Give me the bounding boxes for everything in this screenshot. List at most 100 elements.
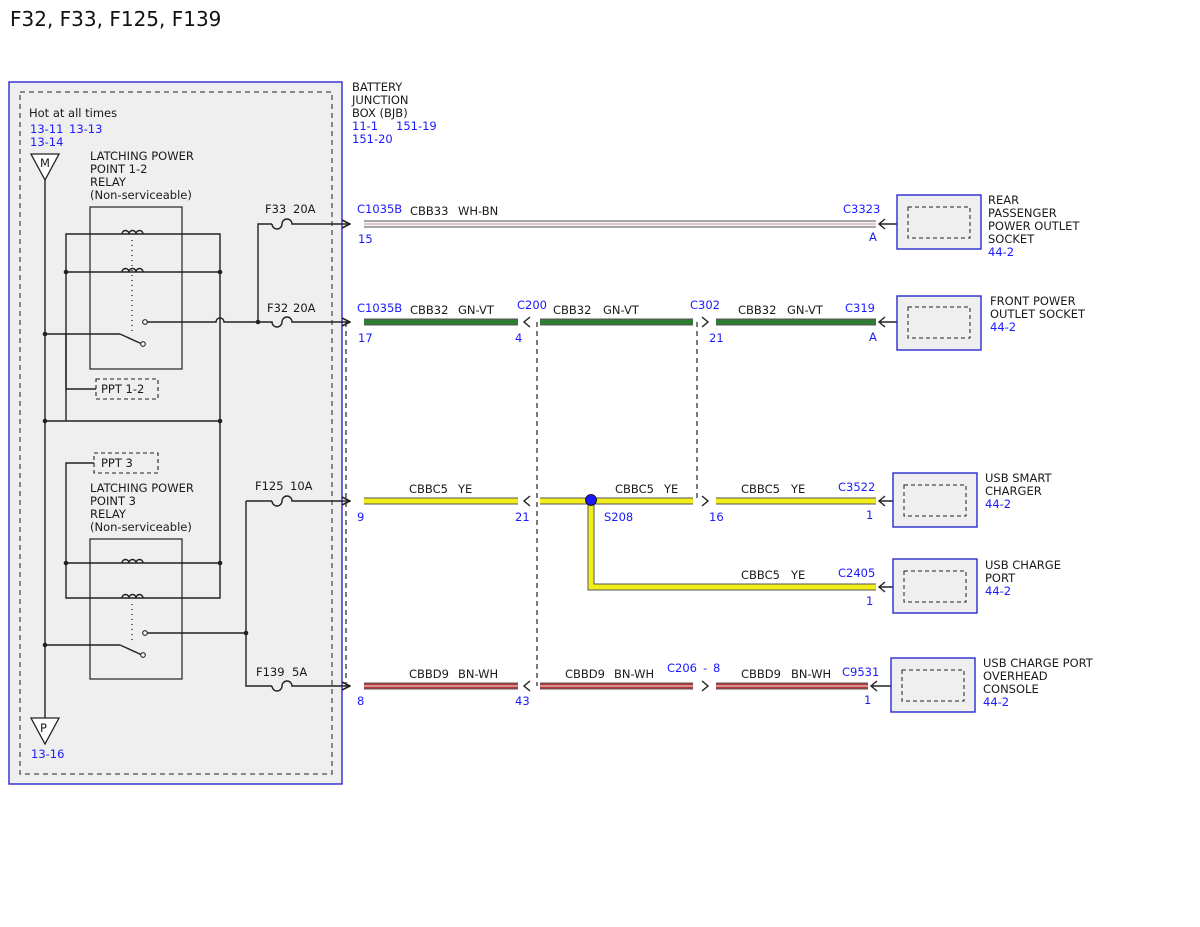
connector-pin: 8 xyxy=(713,661,720,675)
circuit-cbb33: C1035B 15 CBB33 WH-BN C3323 A xyxy=(357,202,906,246)
wire-color-code: BN-WH xyxy=(791,667,831,681)
wire-color-code: BN-WH xyxy=(614,667,654,681)
circuit-cbbd9: 8 CBBD9 BN-WH 43 CBBD9 BN-WH C206 - 8 CB… xyxy=(357,661,900,708)
circuit-number: CBB33 xyxy=(410,204,448,218)
relay2-label: (Non-serviceable) xyxy=(90,520,192,534)
load-ref: 44-2 xyxy=(983,695,1009,709)
load-front-power-outlet: FRONT POWER OUTLET SOCKET 44-2 xyxy=(896,294,1086,351)
fuse-name: F32 xyxy=(267,301,288,315)
connector-name: C3522 xyxy=(838,480,875,494)
load-label: CONSOLE xyxy=(983,682,1039,696)
circuit-number: CBB32 xyxy=(410,303,448,317)
relay1-box xyxy=(89,206,183,370)
circuit-number: CBB32 xyxy=(553,303,591,317)
connector-pin: 21 xyxy=(709,331,724,345)
connector-pin: A xyxy=(869,230,877,244)
circuit-cbbc5-branch: S208 CBBC5 YE C2405 1 xyxy=(585,494,906,608)
load-label: REAR xyxy=(988,193,1019,207)
load-label: CHARGER xyxy=(985,484,1042,498)
load-ref: 44-2 xyxy=(988,245,1014,259)
bjb-inner-dashed xyxy=(19,91,333,775)
circuit-number: CBBC5 xyxy=(741,568,780,582)
load-label: OVERHEAD xyxy=(983,669,1048,683)
relay2-tag: PPT 3 xyxy=(101,456,133,470)
fuse-rating: 20A xyxy=(293,202,316,216)
load-usb-charge-port: USB CHARGE PORT 44-2 xyxy=(892,558,1061,614)
fuse-f32: F32 20A xyxy=(258,301,350,328)
load-label: SOCKET xyxy=(988,232,1035,246)
load-label: USB CHARGE xyxy=(985,558,1061,572)
relay1-tag-box xyxy=(95,378,159,400)
relay1-label: POINT 1-2 xyxy=(90,162,147,176)
wire-color-code: BN-WH xyxy=(458,667,498,681)
connector-pin: 15 xyxy=(358,232,373,246)
bus-m-label: M xyxy=(40,156,50,170)
connector-pin: 8 xyxy=(357,694,364,708)
connector-name: C302 xyxy=(690,298,720,312)
fuse-rating: 20A xyxy=(293,301,316,315)
connector-pin: 17 xyxy=(358,331,373,345)
hot-ref: 13-14 xyxy=(30,135,63,149)
fuse-rating: 5A xyxy=(292,665,307,679)
connector-pin: 16 xyxy=(709,510,724,524)
load-label: POWER OUTLET xyxy=(988,219,1080,233)
relay2-label: RELAY xyxy=(90,507,127,521)
circuit-number: CBBD9 xyxy=(565,667,605,681)
connector-pin: 1 xyxy=(866,508,873,522)
relay1-wiring xyxy=(42,229,258,424)
connector-pin: 4 xyxy=(515,331,522,345)
circuit-number: CBBD9 xyxy=(741,667,781,681)
load-label: FRONT POWER xyxy=(990,294,1076,308)
fuse-rating: 10A xyxy=(290,479,313,493)
load-ref: 44-2 xyxy=(990,320,1016,334)
fuse-f33: F33 20A xyxy=(265,202,350,230)
bjb-ref: 11-1 xyxy=(352,119,378,133)
connector-pin: 1 xyxy=(866,594,873,608)
connector-pin: 1 xyxy=(864,693,871,707)
load-label: USB SMART xyxy=(985,471,1053,485)
connector-name: C2405 xyxy=(838,566,875,580)
bjb-ref: 151-20 xyxy=(352,132,393,146)
load-label: OUTLET SOCKET xyxy=(990,307,1086,321)
circuit-cbb32: C1035B 17 CBB32 GN-VT C200 4 CBB32 GN-VT… xyxy=(357,298,906,345)
connector-name: C1035B xyxy=(357,202,402,216)
bus-p-label: P xyxy=(40,721,47,735)
relay2-label: POINT 3 xyxy=(90,494,136,508)
connector-name: C319 xyxy=(845,301,875,315)
connector-name: C1035B xyxy=(357,301,402,315)
bjb-name-3: BOX (BJB) xyxy=(352,106,408,120)
fuse-f139: F139 5A xyxy=(256,665,350,692)
fuse-name: F139 xyxy=(256,665,285,679)
wire-color-code: WH-BN xyxy=(458,204,498,218)
fuse-feed-wiring xyxy=(245,223,272,687)
connector-pin: 43 xyxy=(515,694,530,708)
hot-at-all-times-label: Hot at all times xyxy=(29,106,117,120)
connector-name: C3323 xyxy=(843,202,880,216)
bus-m-triangle xyxy=(29,153,61,182)
fuse-name: F33 xyxy=(265,202,286,216)
load-usb-smart-charger: USB SMART CHARGER 44-2 xyxy=(892,471,1053,528)
circuit-number: CBB32 xyxy=(738,303,776,317)
splice-s208 xyxy=(585,494,597,506)
wire-color-code: YE xyxy=(457,482,472,496)
fuse-f125: F125 10A xyxy=(255,479,350,507)
circuit-number: CBBC5 xyxy=(409,482,448,496)
relay2-box xyxy=(89,538,183,680)
connector-name: C200 xyxy=(517,298,547,312)
connector-pin: 21 xyxy=(515,510,530,524)
wire-color-code: GN-VT xyxy=(603,303,640,317)
hot-ref: 13-11 xyxy=(30,122,63,136)
load-label: PORT xyxy=(985,571,1016,585)
circuit-number: CBBC5 xyxy=(615,482,654,496)
circuit-number: CBBD9 xyxy=(409,667,449,681)
wire-color-code: YE xyxy=(790,482,805,496)
circuit-number: CBBC5 xyxy=(741,482,780,496)
relay1-tag: PPT 1-2 xyxy=(101,382,144,396)
relay1-label: RELAY xyxy=(90,175,127,189)
bjb-name-2: JUNCTION xyxy=(351,93,409,107)
load-ref: 44-2 xyxy=(985,584,1011,598)
connector-pin: A xyxy=(869,330,877,344)
load-rear-passenger-outlet: REAR PASSENGER POWER OUTLET SOCKET 44-2 xyxy=(896,193,1080,259)
page-title: F32, F33, F125, F139 xyxy=(10,7,221,31)
